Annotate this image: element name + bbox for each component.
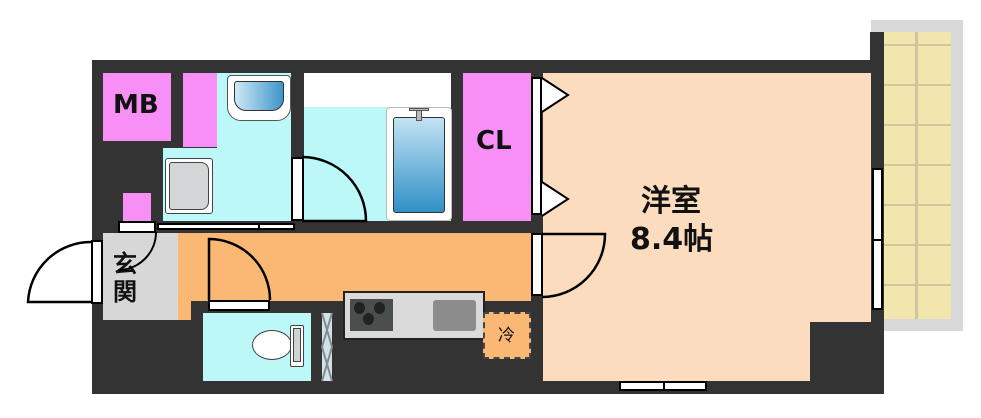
stove-icon	[350, 299, 393, 331]
meter-box	[103, 73, 171, 141]
kitchen-corridor-left	[178, 300, 191, 320]
closet	[463, 73, 531, 221]
refrigerator-label: 冷	[498, 326, 515, 346]
refrigerator-space: 冷	[483, 312, 531, 359]
kitchen-counter	[343, 291, 485, 340]
room-door-frame	[531, 233, 543, 296]
pipe-shaft-icon	[320, 312, 334, 382]
balcony	[871, 20, 963, 331]
washroom-sliding-door[interactable]	[157, 223, 295, 230]
toilet-door-frame	[208, 300, 270, 311]
toilet-door-icon[interactable]	[207, 237, 272, 302]
closet-door-icon	[541, 77, 570, 217]
bathroom-top	[304, 73, 451, 107]
western-room-lower	[543, 320, 810, 381]
entrance-label-2: 関	[113, 278, 137, 306]
room-door-icon[interactable]	[541, 232, 607, 299]
front-door-icon[interactable]	[26, 240, 92, 306]
pipe-shaft	[322, 313, 332, 381]
toilet-icon	[252, 325, 304, 367]
front-door-frame	[91, 240, 103, 304]
entrance-label-1: 玄	[113, 250, 137, 278]
exterior-wall-right-upper	[870, 32, 884, 92]
balcony-floor	[883, 32, 951, 319]
washbasin-icon	[227, 75, 291, 121]
bathroom-door-frame	[291, 157, 304, 221]
window-right	[872, 168, 883, 310]
bathtub-icon	[386, 107, 452, 221]
washing-machine-icon	[165, 158, 213, 214]
entrance-inner-door-frame	[118, 221, 156, 233]
storage-shelf	[183, 73, 217, 147]
western-room-label: 洋室	[641, 184, 701, 219]
closet-label: CL	[476, 126, 512, 156]
western-room-size: 8.4帖	[630, 222, 714, 257]
bathroom-door-icon[interactable]	[301, 155, 372, 223]
entrance	[103, 233, 178, 320]
entrance-inner-door-icon[interactable]	[117, 231, 158, 272]
closet-door-frame	[531, 77, 542, 215]
storage-small	[123, 193, 151, 221]
western-room	[543, 73, 871, 322]
window-bottom	[619, 381, 707, 391]
meter-box-label: MB	[113, 90, 159, 120]
sink-icon	[433, 300, 476, 331]
